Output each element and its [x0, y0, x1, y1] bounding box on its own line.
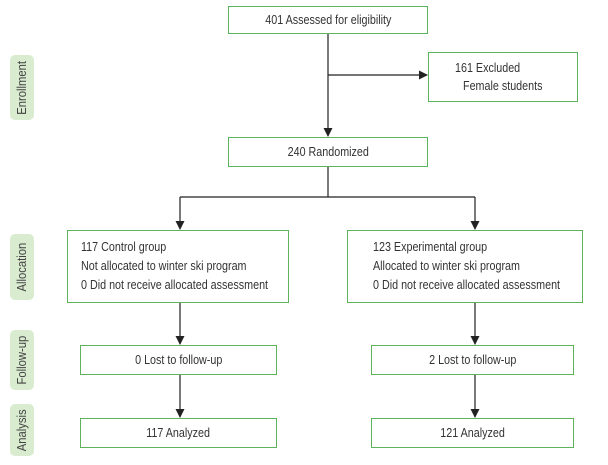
- experimental-group-text: 123 Experimental group: [373, 240, 488, 254]
- control-allocation-text: Not allocated to winter ski program: [81, 259, 247, 273]
- randomized-box: 240 Randomized: [228, 137, 428, 167]
- experimental-assessment-text: 0 Did not receive allocated assessment: [373, 278, 561, 292]
- control-allocation-box: 117 Control group Not allocated to winte…: [67, 230, 289, 303]
- stage-label-text: Allocation: [15, 242, 29, 292]
- excluded-reason-text: Female students: [463, 79, 543, 93]
- stage-label-allocation: Allocation: [10, 234, 34, 300]
- experimental-follow-up-box: 2 Lost to follow-up: [371, 345, 574, 375]
- stage-label-text: Follow-up: [15, 335, 29, 385]
- experimental-analyzed-box: 121 Analyzed: [371, 418, 574, 448]
- stage-label-text: Analysis: [15, 409, 29, 451]
- control-follow-up-box: 0 Lost to follow-up: [80, 345, 277, 375]
- stage-label-analysis: Analysis: [10, 404, 34, 456]
- assessed-box: 401 Assessed for eligibility: [228, 6, 428, 34]
- stage-label-enrollment: Enrollment: [10, 55, 34, 120]
- control-follow-up-text: 0 Lost to follow-up: [134, 353, 223, 367]
- experimental-follow-up-text: 2 Lost to follow-up: [428, 353, 517, 367]
- experimental-allocation-box: 123 Experimental group Allocated to wint…: [347, 230, 583, 303]
- experimental-analyzed-text: 121 Analyzed: [440, 426, 505, 440]
- excluded-box: 161 Excluded Female students: [428, 52, 578, 102]
- control-group-text: 117 Control group: [81, 240, 167, 254]
- control-analyzed-box: 117 Analyzed: [80, 418, 277, 448]
- stage-label-follow-up: Follow-up: [10, 330, 34, 390]
- excluded-count-text: 161 Excluded: [455, 61, 521, 75]
- experimental-allocation-text: Allocated to winter ski program: [373, 259, 520, 273]
- assessed-text: 401 Assessed for eligibility: [264, 13, 392, 27]
- control-assessment-text: 0 Did not receive allocated assessment: [81, 278, 269, 292]
- control-analyzed-text: 117 Analyzed: [146, 426, 211, 440]
- randomized-text: 240 Randomized: [287, 145, 369, 159]
- stage-label-text: Enrollment: [15, 60, 29, 115]
